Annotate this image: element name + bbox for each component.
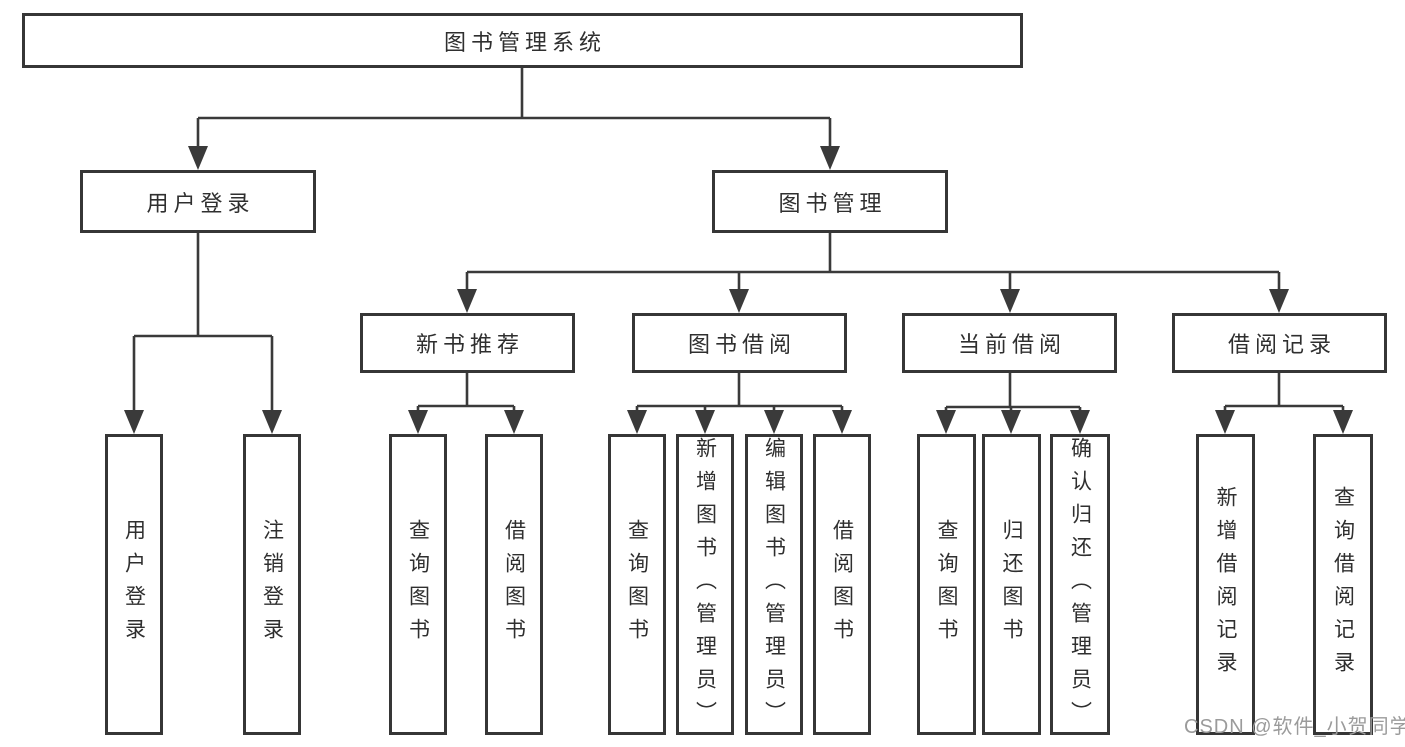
leaf-label: 查询借阅记录: [1331, 485, 1355, 684]
leaf-label: 借阅图书: [830, 518, 854, 651]
leaf-borrow-books-recommend: 借阅图书: [485, 434, 543, 735]
leaf-user-login: 用户登录: [105, 434, 163, 735]
leaf-label: 新增图书（管理员）: [693, 437, 717, 734]
leaf-label: 新增借阅记录: [1214, 485, 1237, 684]
leaf-query-books-borrow: 查询图书: [608, 434, 666, 735]
leaf-label: 借阅图书: [502, 518, 526, 651]
leaf-label: 查询图书: [935, 518, 958, 651]
leaf-edit-books-admin: 编辑图书（管理员）: [745, 434, 803, 735]
leaf-add-borrow-record: 新增借阅记录: [1196, 434, 1255, 735]
leaf-confirm-return-admin: 确认归还（管理员）: [1050, 434, 1110, 735]
csdn-watermark: CSDN @软件_小贺同学: [1184, 716, 1405, 738]
leaf-borrow-books: 借阅图书: [813, 434, 871, 735]
leaf-label: 确认归还（管理员）: [1068, 437, 1092, 734]
node-borrow-records: 借阅记录: [1172, 313, 1387, 373]
leaf-label: 查询图书: [406, 518, 430, 651]
leaf-label: 注销登录: [260, 518, 284, 651]
leaf-query-books-current: 查询图书: [917, 434, 976, 735]
node-new-book-recommend: 新书推荐: [360, 313, 575, 373]
leaf-query-books-recommend: 查询图书: [389, 434, 447, 735]
leaf-return-books: 归还图书: [982, 434, 1041, 735]
leaf-label: 查询图书: [625, 518, 649, 651]
node-user-login: 用户登录: [80, 170, 316, 233]
leaf-label: 编辑图书（管理员）: [762, 437, 786, 734]
leaf-query-borrow-record: 查询借阅记录: [1313, 434, 1373, 735]
leaf-add-books-admin: 新增图书（管理员）: [676, 434, 734, 735]
node-book-management: 图书管理: [712, 170, 948, 233]
leaf-logout: 注销登录: [243, 434, 301, 735]
node-current-borrow: 当前借阅: [902, 313, 1117, 373]
leaf-label: 用户登录: [122, 518, 146, 651]
node-library-system: 图书管理系统: [22, 13, 1023, 68]
node-book-borrow: 图书借阅: [632, 313, 847, 373]
leaf-label: 归还图书: [1000, 518, 1023, 651]
